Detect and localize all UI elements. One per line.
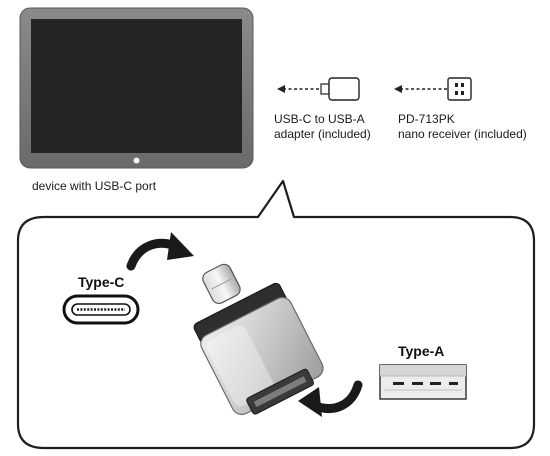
- device-caption: device with USB-C port: [32, 179, 157, 193]
- tablet-screen: [31, 19, 242, 153]
- adapter-caption-line1: USB-C to USB-A: [274, 112, 365, 126]
- usb-c-to-usb-a-adapter-image: [193, 263, 324, 416]
- type-a-port-icon: [379, 364, 467, 400]
- receiver-caption-line2: nano receiver (included): [398, 127, 527, 141]
- type-c-label: Type-C: [78, 274, 125, 290]
- receiver-caption-line1: PD-713PK: [398, 112, 455, 126]
- adapter-caption-line2: adapter (included): [274, 127, 371, 141]
- curved-arrow-to-usb-a-icon: [298, 380, 363, 417]
- tablet-device-icon: [19, 7, 254, 169]
- type-a-label: Type-A: [398, 343, 445, 359]
- curved-arrow-to-usb-c-icon: [126, 232, 194, 271]
- adapter-small-icon: [277, 77, 360, 101]
- type-c-port-icon: [62, 294, 140, 325]
- nano-receiver-small-icon: [394, 77, 472, 101]
- home-button-icon: [133, 157, 140, 164]
